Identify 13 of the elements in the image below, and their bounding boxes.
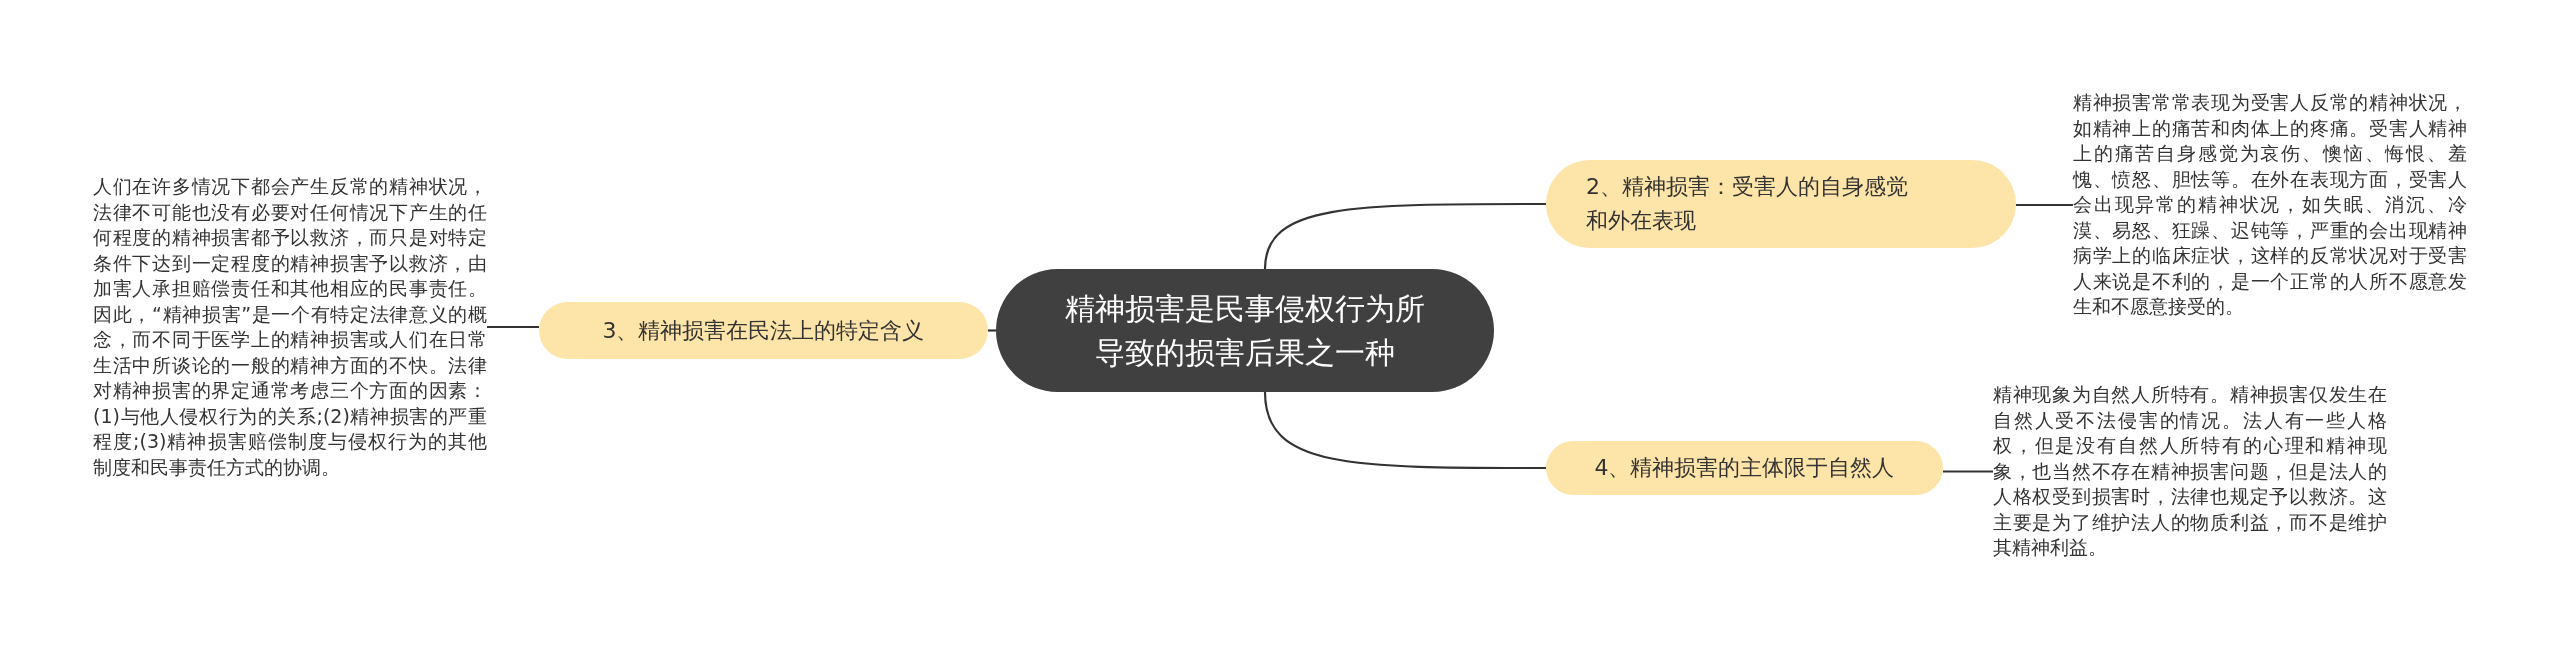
note-text: 精神现象为自然人所特有。精神损害仅发生在自然人受不法侵害的情况。法人有一些人格权，但是没有自然人所特有的心理和精神现象，也当然不存在精神损害问题，但是法人的人格权受到损害时，法律也规定予以救济。这主要是为了维护法人的物质利益，而不是维护其精神利益。 [1993,382,2387,561]
connector-line [2016,203,2073,207]
connector-line [487,325,539,329]
connector-line [1263,391,1546,470]
connector-line [988,329,996,332]
connector-line [1943,470,1993,473]
note-text: 精神损害常常表现为受害人反常的精神状况，如精神上的痛苦和肉体上的疼痛。受害人精神上的痛苦自身感觉为哀伤、懊恼、悔恨、羞愧、愤怒、胆怯等。在外在表现方面，受害人会出现异常的精神状况，如失眠、消沉、冷漠、易怒、狂躁、迟钝等，严重的会出现精神病学上的临床症状，这样的反常状况对于受害人来说是不利的，是一个正常的人所不愿意发生和不愿意接受的。 [2073,90,2467,320]
note-text: 人们在许多情况下都会产生反常的精神状况，法律不可能也没有必要对任何情况下产生的任何程度的精神损害都予以救济，而只是对特定条件下达到一定程度的精神损害予以救济，由加害人承担赔偿责任和其他相应的民事责任。因此，“精神损害”是一个有特定法律意义的概念，而不同于医学上的精神损害或人们在日常生活中所谈论的一般的精神方面的不快。法律对精神损害的界定通常考虑三个方面的因素：(1)与他人侵权行为的关系;(2)精神损害的严重程度;(3)精神损害赔偿制度与侵权行为的其他制度和民事责任方式的协调。 [93,174,487,480]
central-topic: 精神损害是民事侵权行为所导致的损害后果之一种 [996,269,1494,392]
topic-pill: 4、精神损害的主体限于自然人 [1546,441,1943,495]
connector-line [1263,202,1546,270]
topic-pill: 2、精神损害：受害人的自身感觉和外在表现 [1546,160,2016,248]
topic-pill: 3、精神损害在民法上的特定含义 [539,302,988,359]
